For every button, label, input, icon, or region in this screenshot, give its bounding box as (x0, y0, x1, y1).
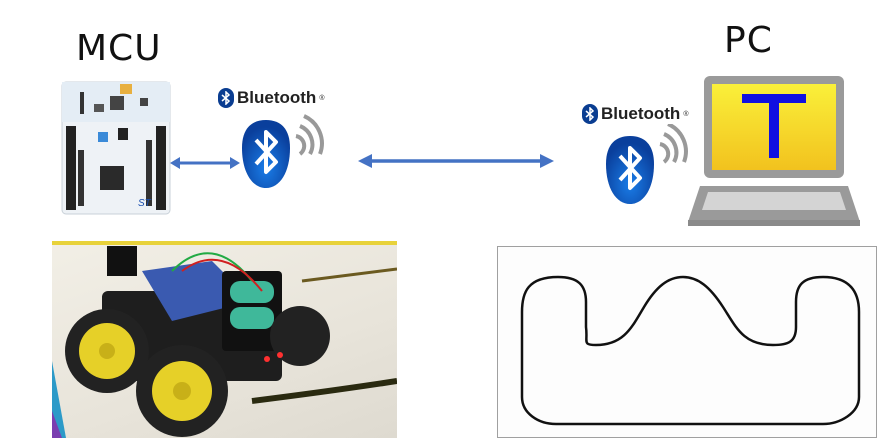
bluetooth-small-icon (582, 104, 598, 124)
mcu-label: MCU (76, 28, 162, 69)
robot-car-photo (52, 241, 397, 438)
laptop-icon (688, 76, 860, 226)
bluetooth-text-left: Bluetooth (237, 88, 317, 107)
bluetooth-logo-left: Bluetooth® (218, 88, 325, 108)
track-line-icon (520, 275, 861, 426)
bluetooth-small-icon (218, 88, 234, 108)
stm32-board-icon: ST (61, 81, 171, 215)
bluetooth-text-right: Bluetooth (601, 104, 681, 123)
robot-car-icon (52, 241, 397, 438)
pc-label: PC (724, 20, 773, 61)
bluetooth-icon-right (606, 124, 688, 204)
svg-text:ST: ST (138, 198, 152, 209)
bluetooth-link-arrow (358, 154, 554, 168)
mcu-board-image: ST (60, 80, 172, 216)
registered-mark: ® (319, 94, 325, 102)
registered-mark: ® (683, 110, 689, 118)
track-path (520, 275, 861, 426)
bluetooth-icon-left (242, 114, 324, 188)
track-map (497, 246, 877, 438)
mcu-bluetooth-arrow (170, 157, 240, 169)
bluetooth-logo-right: Bluetooth® (582, 104, 689, 124)
